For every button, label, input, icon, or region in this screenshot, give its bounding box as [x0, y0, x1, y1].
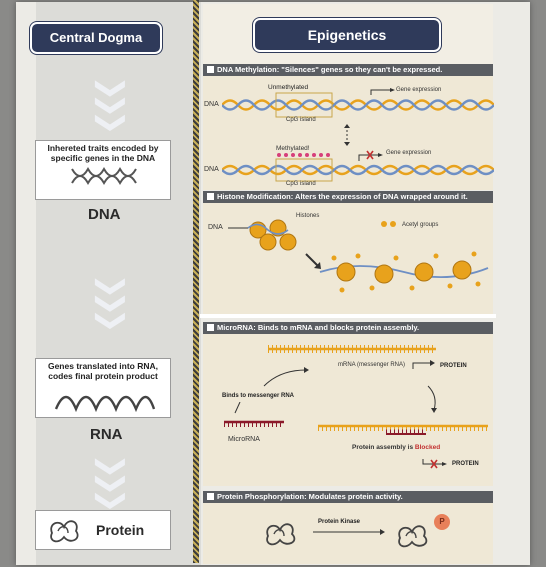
blocked-arrow-icon — [358, 150, 383, 161]
microrna-label: MicroRNA — [228, 436, 260, 443]
gene-expression-label-1: Gene expression — [396, 87, 442, 93]
checkbox-icon — [207, 324, 214, 331]
cpg-island-label-1: CpG island — [286, 117, 316, 123]
histone-header: Histone Modification: Alters the express… — [203, 191, 493, 203]
protein-box: Protein — [35, 510, 171, 550]
dna-label-2: DNA — [204, 166, 219, 173]
phosphorylation-header: Protein Phosphorylation: Modulates prote… — [203, 491, 493, 503]
arrow-icon — [313, 529, 385, 535]
binds-label: Binds to messenger RNA — [222, 393, 295, 399]
methylation-header-text: DNA Methylation: "Silences" genes so the… — [217, 65, 443, 74]
arrow-icon — [370, 88, 395, 95]
curved-arrow-icon — [263, 367, 309, 387]
rna-box: Genes translated into RNA, codes final p… — [35, 358, 171, 418]
methylated-label: Methylated! — [276, 145, 310, 152]
dna-label: DNA — [88, 206, 121, 223]
mrna-strand — [268, 345, 436, 353]
histone-panel — [203, 202, 493, 314]
arrow-icon — [412, 360, 435, 369]
phosphorylation-panel — [203, 502, 493, 564]
assembly-text: Protein assembly is Blocked — [352, 444, 440, 451]
methylation-header: DNA Methylation: "Silences" genes so the… — [203, 64, 493, 76]
protein-blob-icon — [266, 523, 296, 546]
chevron-down-icon: ❯❯❯ — [94, 453, 130, 506]
acetyl-groups-label: Acetyl groups — [402, 222, 439, 228]
panel-divider — [200, 314, 496, 318]
blocked-mrna-strand — [318, 424, 488, 435]
protein-blob-phosphorylated-icon — [398, 525, 428, 548]
protein-kinase-label: Protein Kinase — [318, 519, 361, 525]
dna-label-1: DNA — [204, 101, 219, 108]
rna-label: RNA — [90, 426, 123, 443]
cpg-island-label-2: CpG island — [286, 181, 316, 187]
mrna-label: mRNA (messenger RNA) — [338, 362, 406, 368]
unmethylated-label: Unmethylated — [268, 84, 309, 91]
phosphorylation-header-text: Protein Phosphorylation: Modulates prote… — [217, 492, 403, 501]
protein-blob-icon — [50, 520, 79, 543]
dna-box-text: Inhereted traits encoded by specific gen… — [47, 143, 159, 163]
histone-cluster — [228, 219, 297, 251]
histone-header-text: Histone Modification: Alters the express… — [217, 192, 468, 201]
microrna-header: MicroRNA: Binds to mRNA and blocks prote… — [203, 322, 493, 334]
dna-strand-unmethylated — [222, 92, 494, 118]
protein-label-1: PROTEIN — [440, 363, 467, 369]
protein-label: Protein — [96, 522, 145, 538]
slash-mark — [234, 402, 241, 414]
central-dogma-title: Central Dogma — [30, 22, 162, 54]
methyl-groups — [277, 153, 330, 157]
assembly-prefix: Protein assembly is — [352, 444, 415, 451]
central-dogma-column — [36, 2, 201, 565]
dna-box: Inhereted traits encoded by specific gen… — [35, 140, 171, 200]
rna-box-text: Genes translated into RNA, codes final p… — [47, 361, 159, 381]
checkbox-icon — [207, 493, 214, 500]
protein-label-2: PROTEIN — [452, 461, 479, 467]
divider-rope — [193, 0, 199, 563]
chevron-down-icon: ❯❯❯ — [94, 273, 130, 326]
dna-strand-methylated — [222, 158, 494, 182]
curved-down-arrow-icon — [427, 385, 437, 413]
histones-label: Histones — [296, 213, 320, 219]
epigenetics-title: Epigenetics — [253, 18, 441, 52]
blocked-arrow-icon — [422, 459, 447, 469]
checkbox-icon — [207, 66, 214, 73]
gene-expression-label-2: Gene expression — [386, 150, 432, 156]
blocked-word: Blocked — [414, 444, 441, 451]
histone-dna-label: DNA — [208, 224, 223, 231]
down-right-arrow-icon — [305, 253, 321, 269]
double-arrow-icon — [344, 124, 350, 146]
checkbox-icon — [207, 193, 214, 200]
acetyl-icon — [381, 221, 396, 227]
microrna-strand — [224, 420, 284, 427]
dna-helix-icon — [71, 166, 137, 186]
acetylated-histone-chain — [319, 251, 489, 293]
chevron-down-icon: ❯❯❯ — [94, 75, 130, 128]
microrna-header-text: MicroRNA: Binds to mRNA and blocks prote… — [217, 323, 420, 332]
phosphate-badge: P — [434, 514, 450, 530]
rna-strand-icon — [54, 395, 156, 413]
microrna-panel — [203, 334, 493, 486]
